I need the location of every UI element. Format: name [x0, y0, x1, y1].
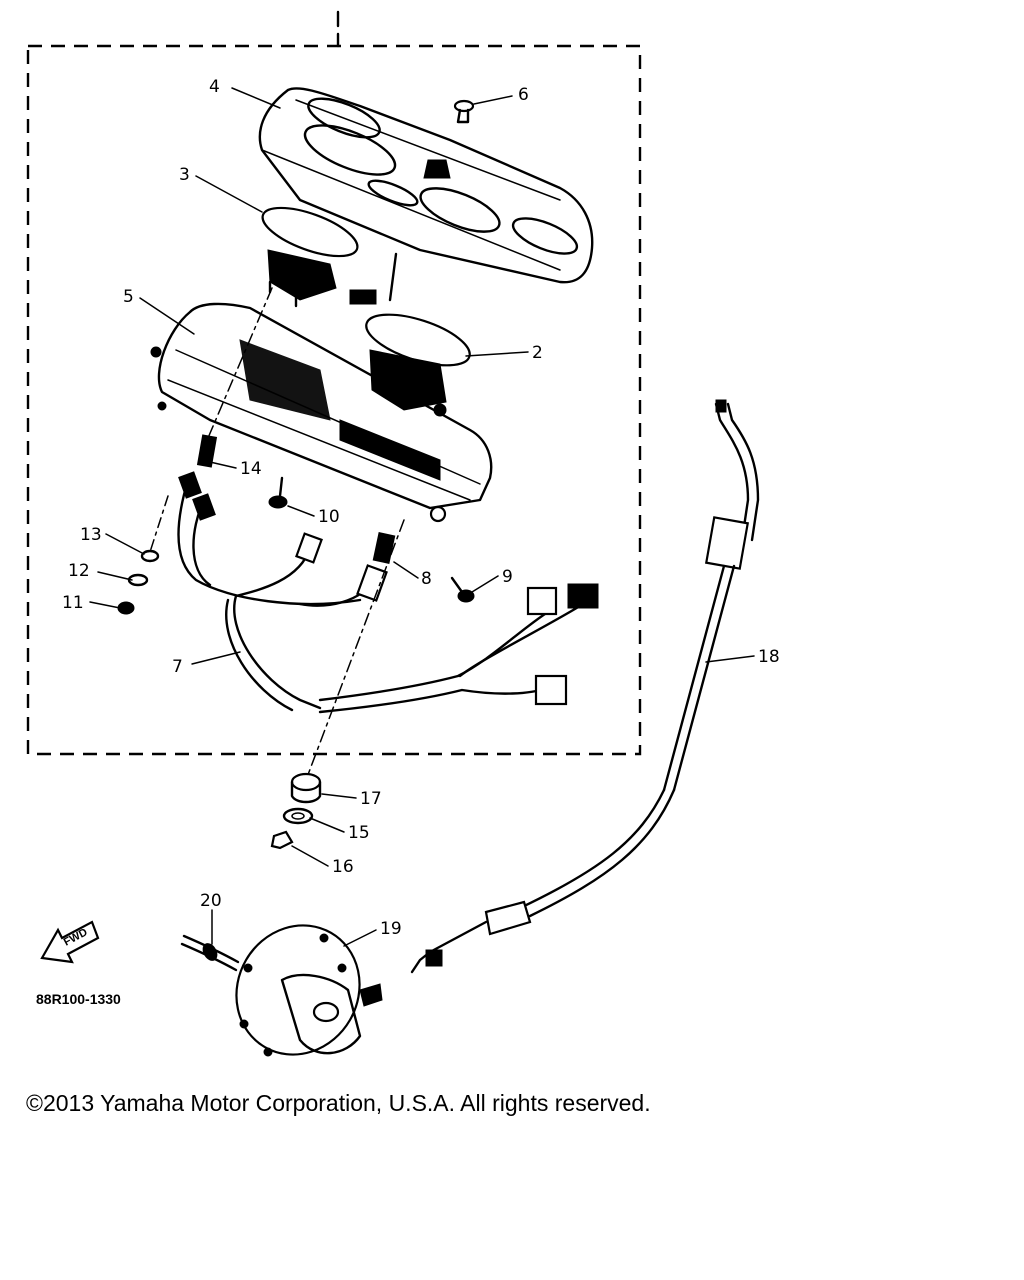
meter-gear-unit-part: [235, 924, 383, 1057]
washer-15-part: [282, 807, 314, 825]
callout-label: 3: [179, 165, 190, 185]
callout-label: 5: [123, 287, 134, 307]
drawing-code: 88R100-1330: [36, 991, 121, 1007]
small-parts-11-13: [117, 549, 160, 615]
meter-cover-part: [258, 87, 594, 284]
wire-harness-part: [177, 471, 599, 714]
callout-label: 9: [502, 567, 513, 587]
callout-label: 10: [318, 507, 340, 527]
pin-20-part: [180, 934, 240, 972]
callout-label: 2: [532, 343, 543, 363]
callout-label: 13: [80, 525, 102, 545]
bulb-8-part: [372, 532, 396, 564]
speedometer-part: [261, 206, 359, 308]
callout-label: 6: [518, 85, 529, 105]
callout-label: 15: [348, 823, 370, 843]
callout-leaders: [89, 87, 755, 947]
meter-case-part: [150, 302, 493, 523]
copyright-notice: ©2013 Yamaha Motor Corporation, U.S.A. A…: [26, 1090, 651, 1116]
grommet-17-part: [290, 772, 322, 804]
callout-label: 4: [209, 77, 220, 97]
callout-label: 17: [360, 789, 382, 809]
nut-16-part: [270, 830, 294, 850]
assembly-centerlines: [149, 287, 405, 781]
callout-label: 19: [380, 919, 402, 939]
callout-label: 16: [332, 857, 354, 877]
exploded-view-drawing: FWD 88R100-1330 4 6 3 5 2 14 10 13 12 1: [26, 10, 780, 1057]
callout-label: 20: [200, 891, 222, 911]
assembly-boundary: [26, 10, 642, 756]
callout-label: 11: [62, 593, 84, 613]
screw-9-part: [450, 576, 475, 603]
screw-10-part: [268, 476, 288, 509]
bulb-socket-14-part: [196, 434, 218, 468]
callout-label: 14: [240, 459, 262, 479]
callout-label: 18: [758, 647, 780, 667]
callout-label: 12: [68, 561, 90, 581]
callout-numbers: 4 6 3 5 2 14 10 13 12 11 8 9 7 18 17 15 …: [62, 77, 780, 939]
screw-6-part: [453, 99, 475, 124]
tachometer-part: [349, 252, 471, 417]
callout-label: 8: [421, 569, 432, 589]
callout-label: 7: [172, 657, 183, 677]
front-direction-arrow-icon: FWD: [40, 920, 100, 964]
speedometer-cable-part: [410, 399, 760, 974]
